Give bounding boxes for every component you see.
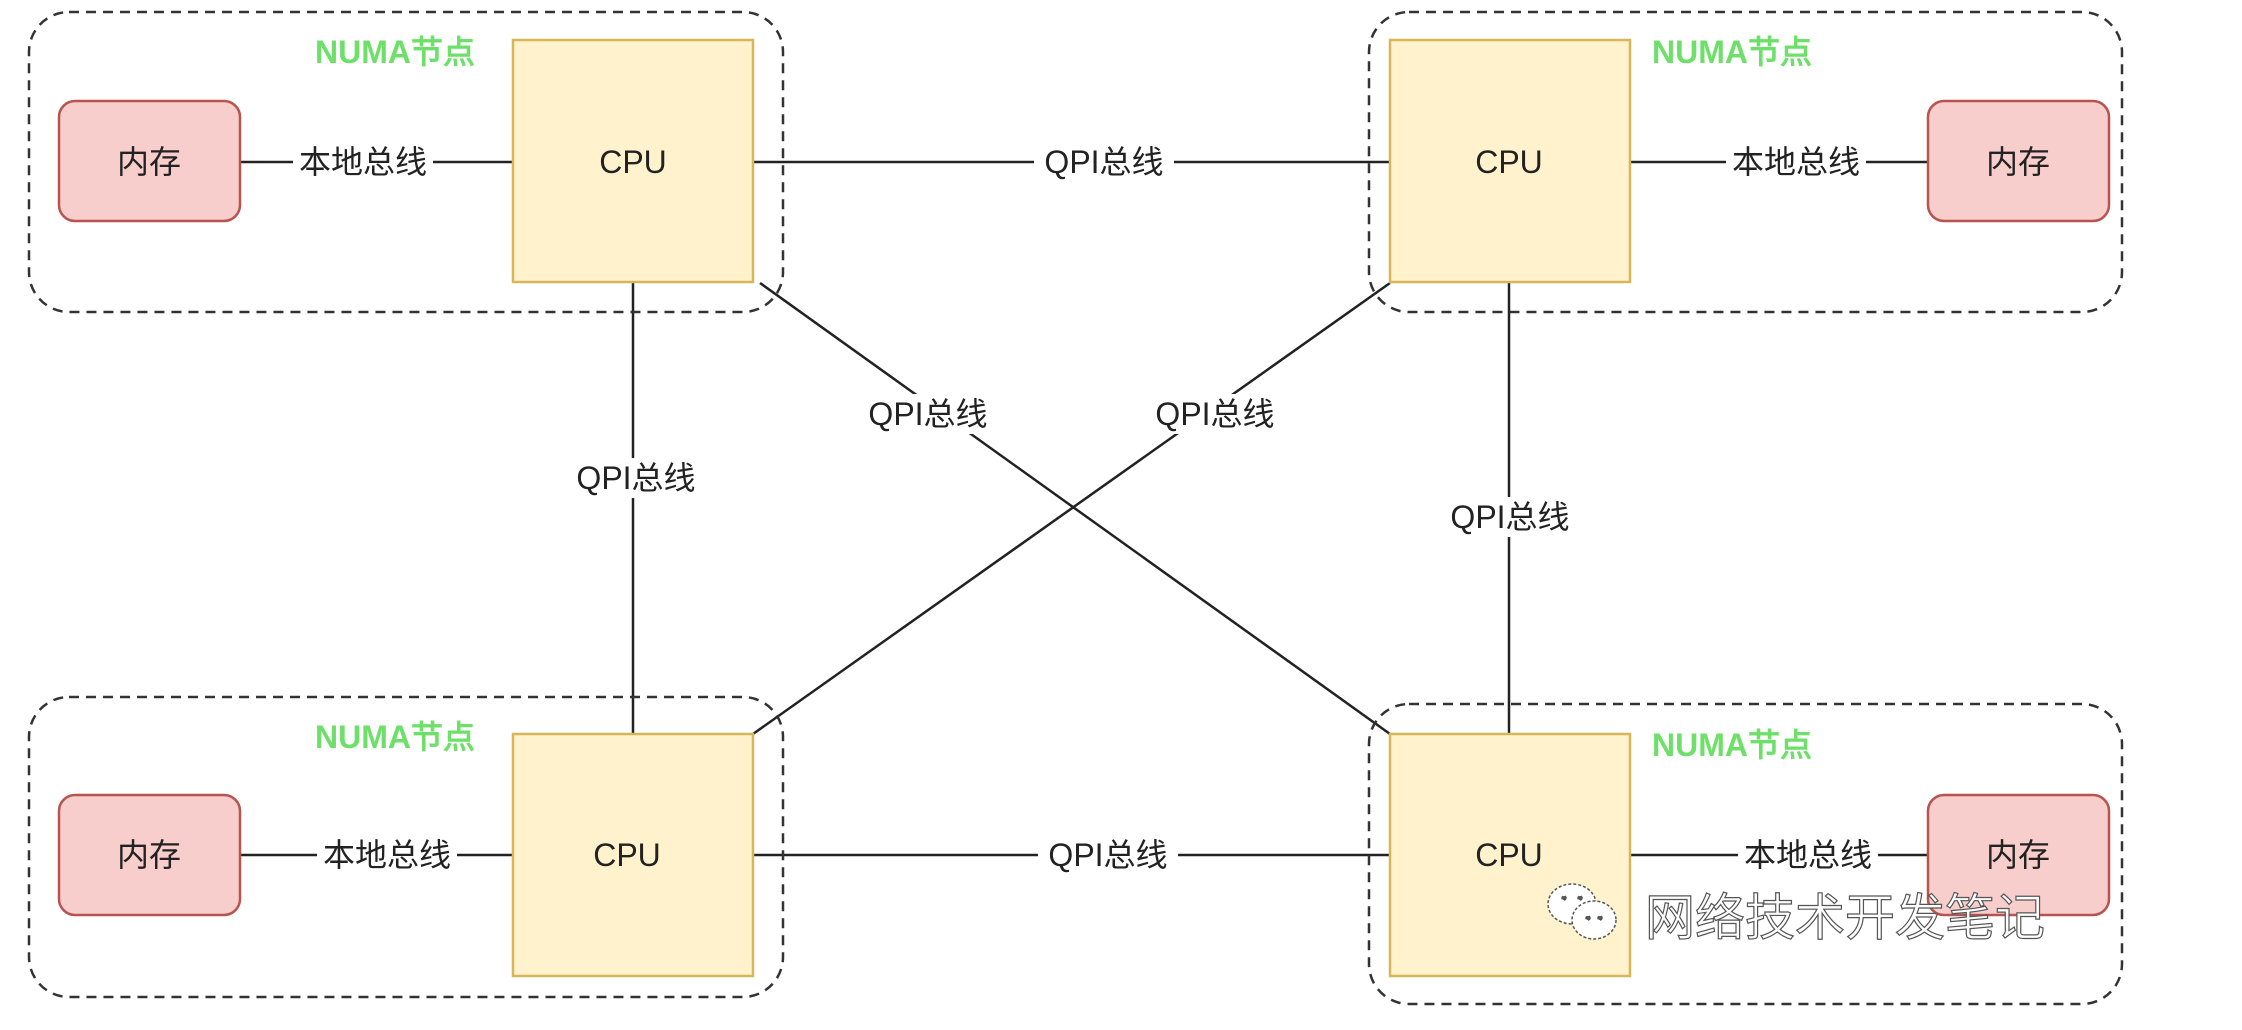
local-bus-label-top-right-text: 本地总线	[1732, 144, 1860, 180]
cpu-label-top-right: CPU	[1475, 144, 1543, 180]
watermark-text: 网络技术开发笔记	[1645, 889, 2045, 947]
numa-label-top-right: NUMA节点	[1652, 34, 1812, 70]
qpi-label-bottom-text: QPI总线	[1048, 837, 1167, 873]
qpi-label-diagonal-down-background	[858, 394, 998, 434]
qpi-line-diagonal-down	[759, 281, 1391, 736]
memory-box-top-right	[1926, 99, 2111, 223]
cpu-label-bottom-left: CPU	[593, 837, 661, 873]
local-bus-label-bottom-right-text: 本地总线	[1744, 837, 1872, 873]
qpi-label-diagonal-down: QPI总线	[858, 394, 998, 434]
local-bus-label-bottom-right-background	[1738, 835, 1878, 875]
numa-label-bottom-left: NUMA节点	[315, 719, 475, 755]
numa-label-bottom-right: NUMA节点	[1652, 727, 1812, 763]
qpi-label-right-background	[1440, 497, 1580, 537]
local-bus-label-bottom-right: 本地总线	[1738, 835, 1878, 875]
qpi-label-diagonal-down-text: QPI总线	[868, 396, 987, 432]
cpu-box-top-left	[511, 38, 755, 284]
qpi-label-right-text: QPI总线	[1450, 499, 1569, 535]
qpi-label-top-background	[1034, 142, 1174, 182]
qpi-label-top: QPI总线	[1034, 142, 1174, 182]
qpi-line-diagonal-up	[752, 281, 1391, 736]
memory-box-top-left	[57, 99, 242, 223]
qpi-label-diagonal-up: QPI总线	[1145, 394, 1285, 434]
qpi-label-left-background	[566, 458, 706, 498]
qpi-label-bottom-background	[1038, 835, 1178, 875]
cpu-box-bottom-left	[511, 732, 755, 978]
watermark: 网络技术开发笔记	[1547, 883, 2046, 948]
local-bus-label-top-right: 本地总线	[1726, 142, 1866, 182]
qpi-label-diagonal-up-text: QPI总线	[1155, 396, 1274, 432]
qpi-label-bottom: QPI总线	[1038, 835, 1178, 875]
memory-label-top-right: 内存	[1986, 144, 2050, 180]
qpi-label-top-text: QPI总线	[1044, 144, 1163, 180]
numa-label-top-left: NUMA节点	[315, 34, 475, 70]
memory-label-top-left: 内存	[117, 144, 181, 180]
qpi-label-right: QPI总线	[1440, 497, 1580, 537]
local-bus-label-bottom-left: 本地总线	[317, 835, 457, 875]
qpi-label-diagonal-up-background	[1145, 394, 1285, 434]
qpi-label-left-text: QPI总线	[576, 460, 695, 496]
local-bus-label-top-left-background	[293, 142, 433, 182]
memory-box-bottom-left	[57, 793, 242, 917]
cpu-box-top-right	[1388, 38, 1632, 284]
memory-label-bottom-right: 内存	[1986, 837, 2050, 873]
memory-box-bottom-right	[1926, 793, 2111, 917]
cpu-label-bottom-right: CPU	[1475, 837, 1543, 873]
local-bus-label-bottom-left-background	[317, 835, 457, 875]
wechat-icon	[1547, 883, 1617, 940]
local-bus-label-top-left-text: 本地总线	[299, 144, 427, 180]
memory-label-bottom-left: 内存	[117, 837, 181, 873]
local-bus-label-top-right-background	[1726, 142, 1866, 182]
cpu-label-top-left: CPU	[599, 144, 667, 180]
local-bus-label-top-left: 本地总线	[293, 142, 433, 182]
local-bus-label-bottom-left-text: 本地总线	[323, 837, 451, 873]
qpi-label-left: QPI总线	[566, 458, 706, 498]
